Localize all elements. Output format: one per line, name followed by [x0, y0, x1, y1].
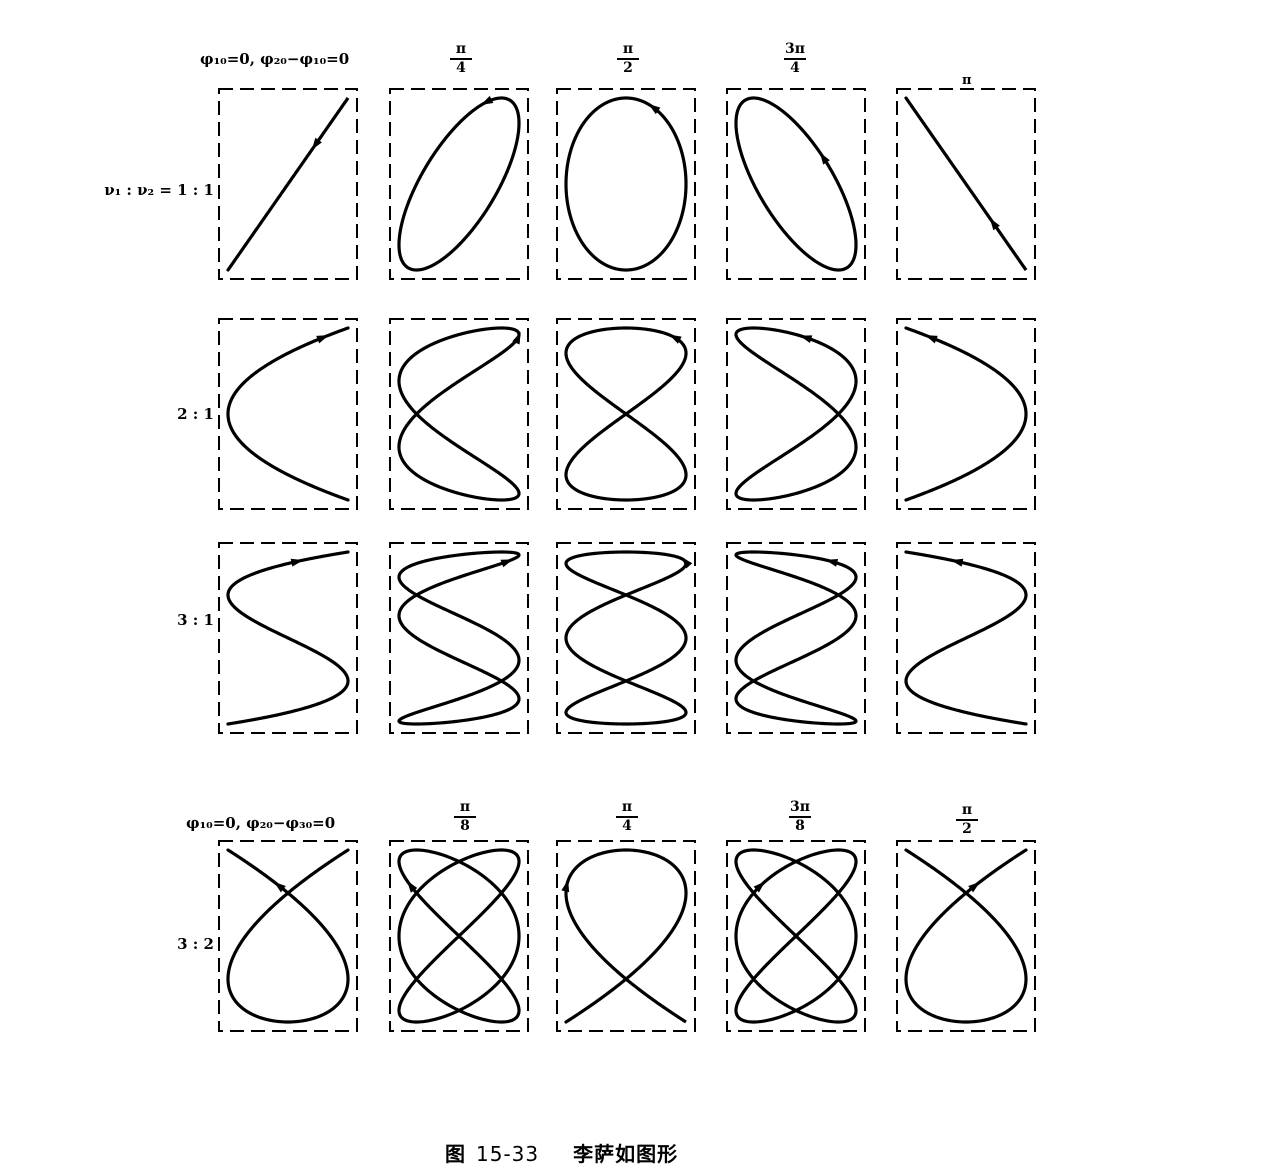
row-label-3-1: 3 : 1 [177, 611, 214, 629]
dashed-frame [218, 840, 358, 1032]
lissajous-curve [226, 848, 350, 1024]
direction-arrow-icon [950, 558, 964, 567]
lissajous-curve [226, 550, 350, 726]
dashed-frame [726, 840, 866, 1032]
row-label-1-1: ν₁ : ν₂ = 1 : 1 [104, 181, 214, 199]
lissajous-curve [734, 326, 858, 502]
dashed-frame [896, 318, 1036, 510]
direction-arrow-icon [648, 103, 661, 115]
direction-arrow-icon [500, 559, 514, 568]
lissajous-panel-row4-col2 [389, 840, 529, 1032]
direction-arrow-icon [480, 95, 494, 105]
direction-arrow-icon [290, 558, 304, 567]
row-label-3-2: 3 : 2 [177, 935, 214, 953]
lissajous-curve [904, 550, 1028, 726]
dashed-frame [389, 840, 529, 1032]
top-col-header-5: π [962, 73, 972, 88]
direction-arrow-icon [925, 335, 938, 344]
direction-arrow-icon [989, 218, 1000, 231]
dashed-frame [218, 318, 358, 510]
lissajous-panel-row2-col1 [218, 318, 358, 510]
direction-arrow-icon [799, 335, 813, 344]
direction-arrow-icon [316, 335, 329, 344]
lissajous-curve [904, 96, 1028, 272]
caption-prefix: 图 [445, 1142, 466, 1166]
lissajous-curve [397, 96, 521, 272]
dashed-frame [218, 88, 358, 280]
lissajous-curve [734, 848, 858, 1024]
lissajous-curve [226, 96, 350, 272]
lissajous-panel-row3-col4 [726, 542, 866, 734]
dashed-frame [556, 542, 696, 734]
lissajous-panel-row1-col5 [896, 88, 1036, 280]
lissajous-panel-row3-col2 [389, 542, 529, 734]
lissajous-panel-row1-col1 [218, 88, 358, 280]
top-phase-label: φ₁₀=0, φ₂₀−φ₁₀=0 [200, 50, 350, 68]
lissajous-panel-row2-col4 [726, 318, 866, 510]
caption-number: 15-33 [476, 1142, 540, 1166]
lissajous-panel-row1-col2 [389, 88, 529, 280]
dashed-frame [556, 88, 696, 280]
direction-arrow-icon [561, 879, 570, 893]
lissajous-panel-row1-col3 [556, 88, 696, 280]
direction-arrow-icon [311, 137, 322, 150]
lissajous-curve [226, 326, 350, 502]
direction-arrow-icon [681, 556, 693, 569]
lissajous-panel-row3-col3 [556, 542, 696, 734]
lissajous-curve [734, 550, 858, 726]
figure-caption: 图 15-33 李萨如图形 [445, 1138, 678, 1167]
lissajous-panel-row2-col2 [389, 318, 529, 510]
dashed-frame [389, 318, 529, 510]
dashed-frame [896, 840, 1036, 1032]
direction-arrow-icon [819, 152, 830, 165]
direction-arrow-icon [273, 881, 286, 893]
lissajous-curve [564, 96, 688, 272]
lissajous-panel-row3-col5 [896, 542, 1036, 734]
lissajous-curve [564, 326, 688, 502]
dashed-frame [556, 840, 696, 1032]
dashed-frame [896, 88, 1036, 280]
lissajous-panel-row2-col5 [896, 318, 1036, 510]
lissajous-panel-row4-col3 [556, 840, 696, 1032]
lissajous-panel-row1-col4 [726, 88, 866, 280]
lissajous-curve [397, 848, 521, 1024]
dashed-frame [556, 318, 696, 510]
bottom-phase-label: φ₁₀=0, φ₂₀−φ₃₀=0 [186, 814, 336, 832]
direction-arrow-icon [968, 881, 981, 893]
dashed-frame [218, 542, 358, 734]
direction-arrow-icon [406, 880, 418, 893]
lissajous-curve [564, 550, 688, 726]
direction-arrow-icon [669, 334, 682, 344]
dashed-frame [726, 88, 866, 280]
lissajous-curve [904, 848, 1028, 1024]
dashed-frame [389, 542, 529, 734]
lissajous-panel-row4-col1 [218, 840, 358, 1032]
lissajous-panel-row3-col1 [218, 542, 358, 734]
caption-title: 李萨如图形 [573, 1142, 679, 1166]
lissajous-curve [397, 550, 521, 726]
row-label-2-1: 2 : 1 [177, 405, 214, 423]
lissajous-curve [564, 848, 688, 1024]
dashed-frame [726, 542, 866, 734]
direction-arrow-icon [825, 559, 839, 567]
lissajous-panel-row4-col5 [896, 840, 1036, 1032]
direction-arrow-icon [512, 331, 521, 345]
lissajous-panel-row2-col3 [556, 318, 696, 510]
dashed-frame [389, 88, 529, 280]
lissajous-curve [904, 326, 1028, 502]
direction-arrow-icon [753, 881, 766, 893]
dashed-frame [896, 542, 1036, 734]
dashed-frame [726, 318, 866, 510]
lissajous-curve [397, 326, 521, 502]
lissajous-curve [734, 96, 858, 272]
lissajous-panel-row4-col4 [726, 840, 866, 1032]
